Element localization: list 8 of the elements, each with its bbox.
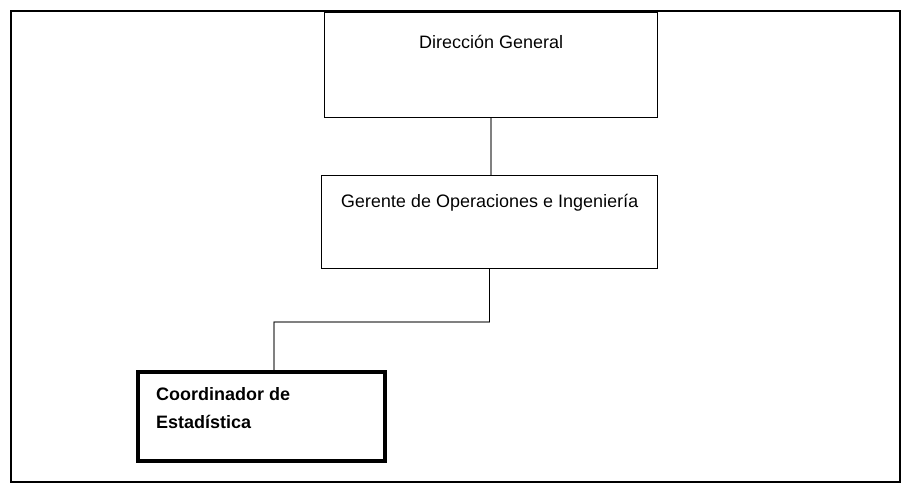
connector-line — [490, 118, 492, 176]
connector-line — [274, 268, 490, 370]
position-box — [321, 175, 658, 269]
position-box — [324, 12, 658, 118]
position-title: Coordinador de Estadística — [156, 383, 291, 434]
highlighted-position-box — [136, 370, 387, 463]
position-title: Dirección General — [418, 31, 564, 54]
position-title: Gerente de Operaciones e Ingeniería — [340, 190, 640, 213]
